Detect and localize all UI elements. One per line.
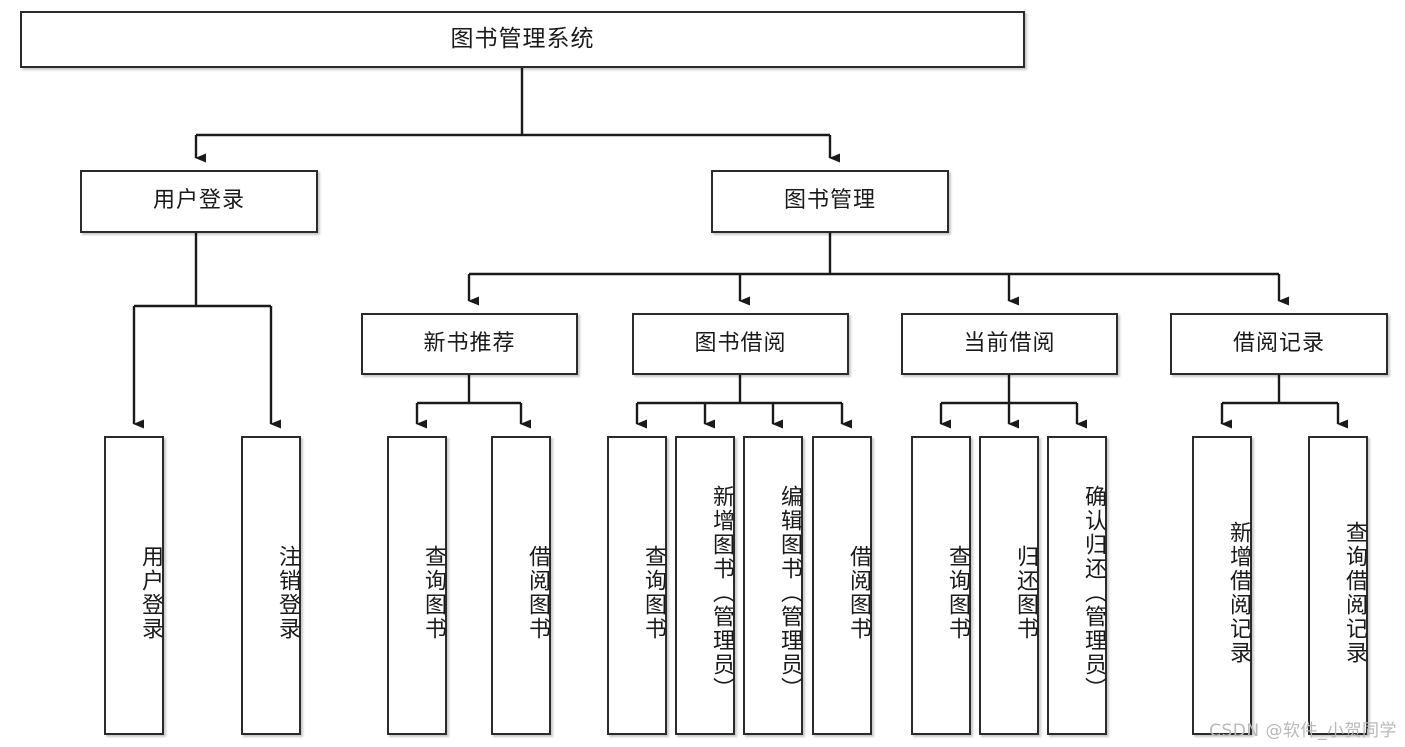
node-label: 新增借阅记录	[1226, 520, 1251, 665]
node-label: 用户登录	[152, 188, 245, 214]
node-label: 借阅记录	[1232, 330, 1325, 356]
node-leaf-edit-book-admin[interactable]: 编辑图书（管理员）	[743, 436, 803, 735]
node-label: 查询借阅记录	[1342, 520, 1367, 665]
node-label: 图书管理	[783, 188, 876, 214]
node-label: 查询图书	[421, 544, 446, 641]
node-leaf-borrow-book-1[interactable]: 借阅图书	[491, 436, 551, 735]
node-label: 编辑图书（管理员）	[777, 484, 802, 701]
node-label: 查询图书	[945, 544, 970, 641]
node-leaf-query-book-2[interactable]: 查询图书	[607, 436, 667, 735]
node-leaf-return-book[interactable]: 归还图书	[979, 436, 1039, 735]
node-user-login[interactable]: 用户登录	[80, 170, 318, 233]
node-label: 注销登录	[275, 544, 300, 641]
node-label: 确认归还（管理员）	[1081, 484, 1106, 701]
node-leaf-add-book-admin[interactable]: 新增图书（管理员）	[675, 436, 735, 735]
node-label: 新书推荐	[423, 330, 516, 356]
node-label: 归还图书	[1013, 544, 1038, 641]
node-label: 借阅图书	[525, 544, 550, 641]
node-leaf-confirm-return-admin[interactable]: 确认归还（管理员）	[1047, 436, 1107, 735]
node-label: 用户登录	[138, 544, 163, 641]
node-label: 新增图书（管理员）	[709, 484, 734, 701]
watermark-text: CSDN @软件_小贺同学	[1209, 721, 1397, 741]
node-current-borrow[interactable]: 当前借阅	[901, 313, 1118, 375]
node-label: 当前借阅	[963, 330, 1056, 356]
node-borrow-record[interactable]: 借阅记录	[1170, 313, 1388, 375]
node-leaf-query-book-3[interactable]: 查询图书	[911, 436, 971, 735]
node-leaf-query-book-1[interactable]: 查询图书	[387, 436, 447, 735]
node-new-book-recommendation[interactable]: 新书推荐	[361, 313, 578, 375]
node-leaf-add-borrow-record[interactable]: 新增借阅记录	[1192, 436, 1252, 735]
node-book-management[interactable]: 图书管理	[711, 170, 949, 233]
node-leaf-query-borrow-record[interactable]: 查询借阅记录	[1308, 436, 1368, 735]
node-leaf-user-login[interactable]: 用户登录	[104, 436, 164, 735]
node-root-book-management-system[interactable]: 图书管理系统	[20, 11, 1025, 68]
node-leaf-user-logout[interactable]: 注销登录	[241, 436, 301, 735]
node-label: 查询图书	[641, 544, 666, 641]
node-label: 图书借阅	[694, 330, 787, 356]
node-label: 借阅图书	[846, 544, 871, 641]
node-leaf-borrow-book-2[interactable]: 借阅图书	[812, 436, 872, 735]
node-book-borrow[interactable]: 图书借阅	[632, 313, 849, 375]
node-label: 图书管理系统	[450, 25, 595, 52]
